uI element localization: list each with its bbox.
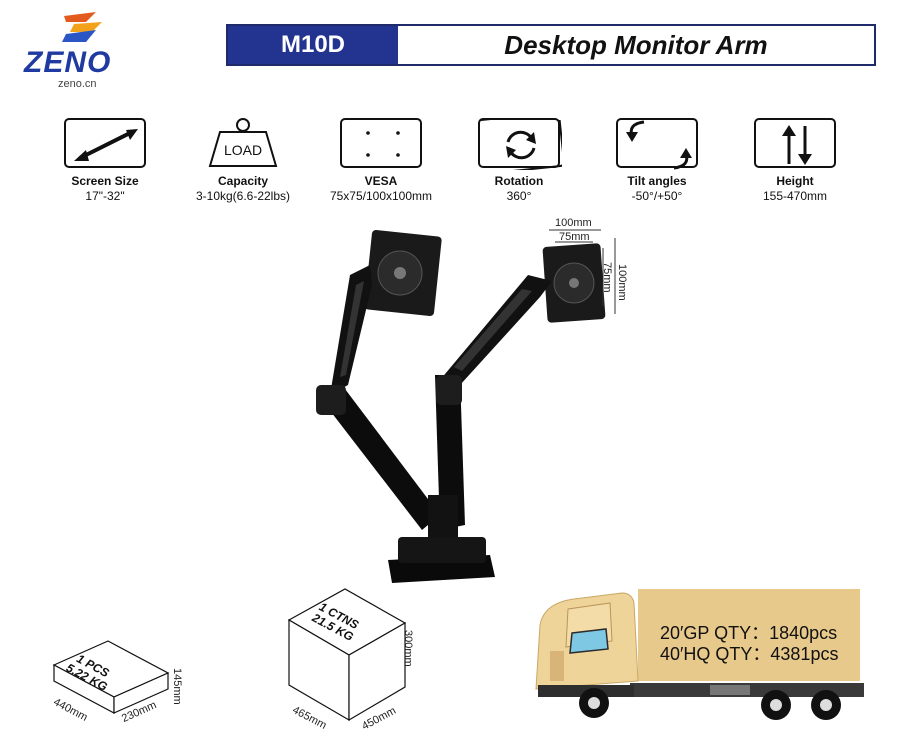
load-text: LOAD — [223, 142, 263, 158]
qty-40hq: 40′HQ QTY：4381pcs — [660, 644, 839, 664]
spec-value: 75x75/100x100mm — [329, 189, 433, 203]
right-vesa-plate — [542, 243, 606, 323]
spec-screen-size: Screen Size 17"-32" — [35, 118, 175, 204]
spec-tilt: Tilt angles -50°/+50° — [587, 118, 727, 204]
spec-label: VESA — [364, 174, 398, 188]
spec-capacity: LOAD Capacity 3-10kg(6.6-22lbs) — [173, 118, 313, 204]
title-banner: M10D Desktop Monitor Arm — [226, 24, 876, 66]
rotation-icon — [478, 118, 562, 170]
spec-value: -50°/+50° — [631, 189, 683, 203]
spec-label: Rotation — [494, 174, 544, 188]
spec-label: Capacity — [217, 174, 269, 188]
diagonal-arrow-icon — [64, 118, 146, 168]
carton-image — [287, 588, 407, 722]
spec-rotation: Rotation 360° — [449, 118, 589, 204]
spec-value: 155-470mm — [762, 189, 828, 203]
product-title: Desktop Monitor Arm — [504, 29, 768, 60]
single-box-image — [52, 640, 170, 714]
spec-value: 17"-32" — [85, 189, 125, 203]
vesa-holes-icon — [340, 118, 422, 168]
spec-label: Height — [776, 174, 814, 188]
spec-vesa: VESA 75x75/100x100mm — [311, 118, 451, 204]
zeno-logo-icon — [62, 12, 102, 42]
vesa-height-100: 100mm — [616, 264, 628, 301]
vesa-width-75: 75mm — [559, 231, 590, 243]
dual-monitor-arm-image — [316, 229, 606, 583]
vesa-height-75: 75mm — [601, 262, 613, 293]
brand-site: zeno.cn — [58, 78, 97, 90]
brand-logo: ZENO zeno.cn — [22, 8, 132, 90]
model-number: M10D — [228, 26, 398, 64]
left-vesa-plate — [364, 229, 442, 317]
vesa-dimension-lines — [549, 229, 616, 314]
height-arrows-icon — [754, 118, 836, 168]
spec-height: Height 155-470mm — [725, 118, 865, 204]
shipping-truck-image — [535, 589, 864, 720]
weight-icon: LOAD — [202, 118, 284, 168]
spec-label: Tilt angles — [627, 174, 687, 188]
vesa-width-100: 100mm — [555, 217, 592, 229]
qty-20gp: 20′GP QTY：1840pcs — [660, 623, 838, 643]
spec-label: Screen Size — [71, 174, 139, 188]
carton-height: 300mm — [402, 630, 414, 667]
tilt-icon — [616, 118, 698, 170]
spec-value: 3-10kg(6.6-22lbs) — [195, 189, 291, 203]
spec-value: 360° — [506, 189, 532, 203]
brand-name: ZENO — [24, 46, 112, 79]
single-box-height: 145mm — [171, 668, 183, 705]
